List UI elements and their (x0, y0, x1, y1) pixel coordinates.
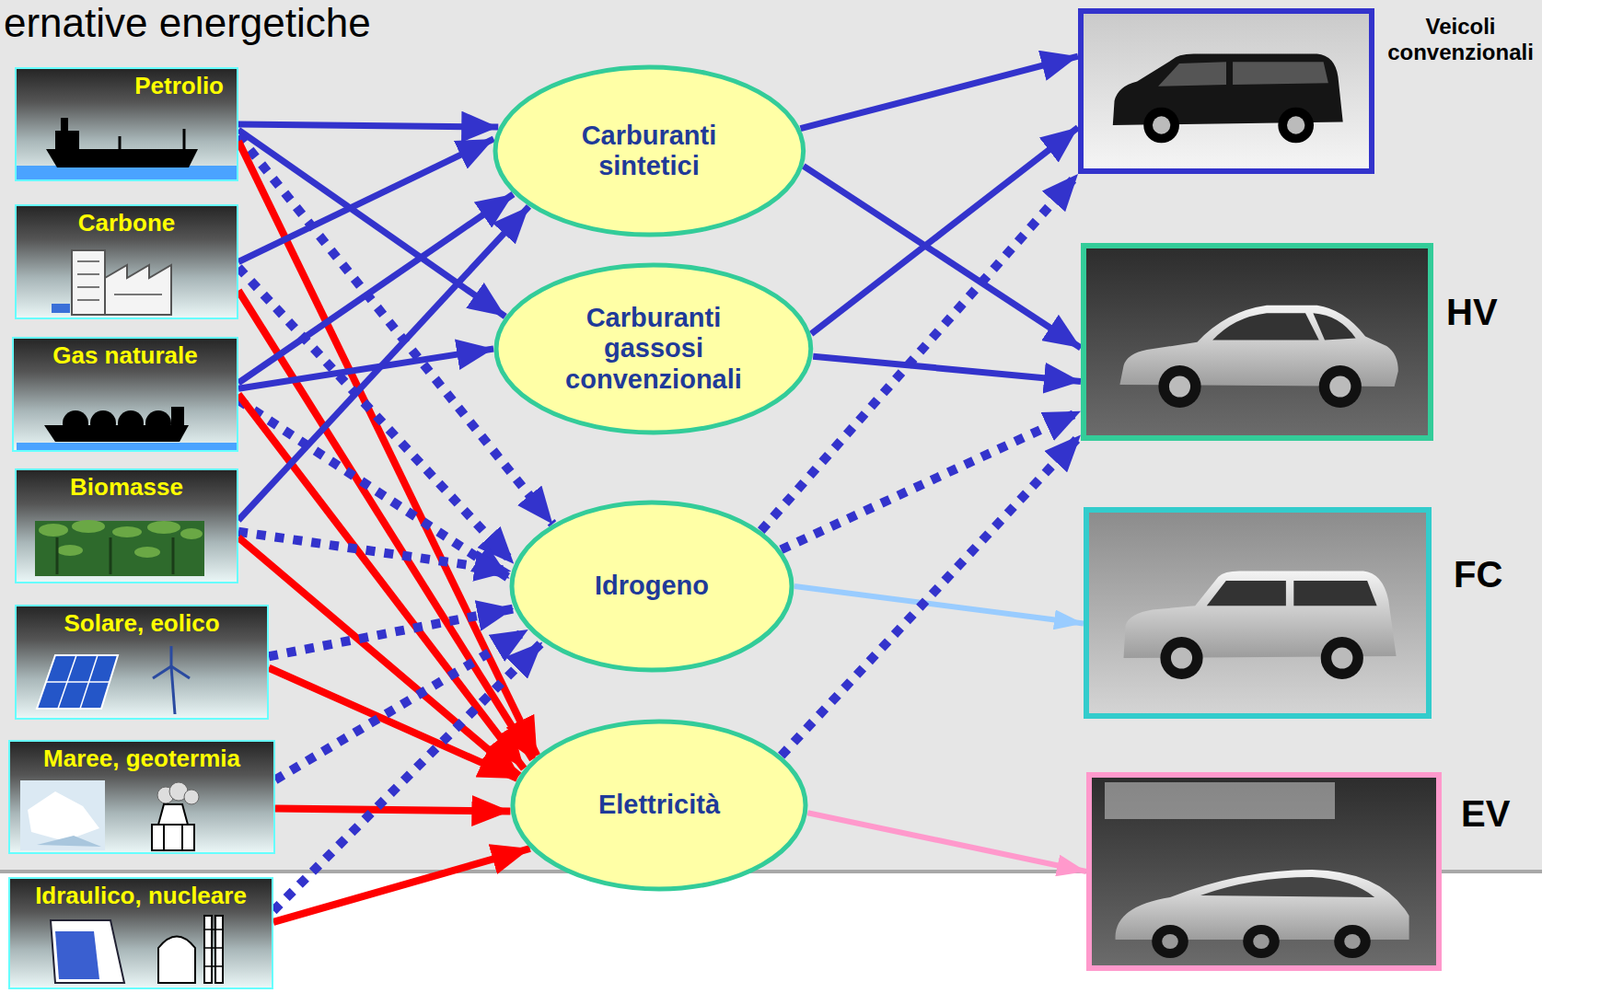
source-label: Solare, eolico (63, 609, 220, 638)
photo-ground (1080, 243, 1434, 441)
fuel-cell-suv-picture (1124, 571, 1397, 681)
carrier-label: Elettricità (598, 789, 720, 821)
source-label: Idraulico, nucleare (34, 881, 247, 911)
flow-arrow (238, 394, 524, 770)
flow-arrow (238, 139, 494, 263)
flow-arrow (812, 356, 1081, 382)
flow-arrow (275, 629, 529, 780)
photo-ground (1078, 8, 1375, 174)
source-label: Carbone (78, 208, 175, 238)
energy-source-box: Idraulico, nucleare (8, 877, 274, 990)
vehicle-label: Veicoli convenzionali (1379, 13, 1542, 65)
vehicle-label: EV (1460, 792, 1510, 835)
energy-carrier-ellipse: Carburanti sintetici (492, 64, 807, 238)
minivan-picture (1113, 54, 1344, 144)
carrier-label: Carburanti sintetici (545, 120, 752, 183)
energy-carrier-ellipse: Elettricità (510, 718, 809, 893)
ellipse-outline (496, 265, 812, 433)
photo-ground (1083, 507, 1432, 719)
solar-wind-icon (36, 646, 190, 715)
hydro-nuclear-icon (50, 915, 223, 984)
source-label: Biomasse (69, 473, 184, 502)
source-label: Maree, geotermia (43, 744, 241, 774)
energy-source-box: Petrolio (14, 67, 239, 182)
vehicle-label: HV (1446, 290, 1498, 334)
energy-source-box: Biomasse (14, 468, 239, 584)
title-holder: ernative energetiche (3, 0, 372, 47)
flow-arrow (807, 812, 1087, 872)
palm-grove-icon (34, 520, 205, 577)
flow-arrow (238, 206, 530, 521)
lng-ship-icon (16, 406, 237, 451)
flow-arrow (238, 124, 499, 128)
flow-arrow (273, 641, 543, 911)
flow-arrow (811, 127, 1079, 335)
vehicle-box: HV (1080, 243, 1434, 441)
connector-group (238, 56, 1087, 923)
flow-arrow (238, 532, 511, 572)
tanker-icon (16, 117, 237, 180)
vehicle-label-holder: HV (1446, 290, 1498, 334)
ellipse-outline (512, 721, 806, 890)
flow-arrow (800, 56, 1079, 128)
electric-car-picture (1115, 869, 1410, 959)
ellipse-outline (511, 502, 792, 671)
flow-arrow (268, 668, 518, 779)
energy-source-box: Solare, eolico (14, 604, 269, 720)
photo-ground (1086, 772, 1442, 972)
flow-arrow (238, 267, 514, 565)
carrier-label: Idrogeno (594, 570, 709, 602)
carrier-label: Carburanti gassosi convenzionali (548, 302, 759, 395)
energy-source-box: Maree, geotermia (8, 740, 276, 855)
vehicle-box: Veicoli convenzionali (1078, 8, 1375, 174)
vehicle-label-holder: Veicoli convenzionali (1379, 13, 1542, 65)
flow-arrow (273, 848, 531, 923)
energy-source-box: Carbone (14, 204, 239, 320)
diagram-title: ernative energetiche (3, 0, 372, 47)
factory-icon (51, 250, 172, 315)
flow-arrow (275, 808, 511, 812)
vehicle-box: EV (1086, 772, 1442, 972)
ellipse-outline (495, 67, 804, 235)
energy-carrier-ellipse: Carburanti gassosi convenzionali (493, 262, 814, 436)
source-label: Petrolio (134, 71, 224, 101)
exhibit-sign (1104, 782, 1335, 820)
grey-panel (0, 0, 1543, 872)
vehicle-box: FC (1083, 507, 1432, 719)
flow-arrow (238, 537, 520, 777)
hybrid-car-picture (1119, 305, 1398, 408)
energy-carrier-ellipse: Idrogeno (509, 499, 795, 673)
source-label: Gas naturale (52, 341, 198, 371)
flow-arrow (781, 435, 1081, 757)
vehicle-label-holder: FC (1453, 553, 1503, 596)
vehicle-label-holder: EV (1460, 792, 1510, 835)
energy-source-box: Gas naturale (11, 336, 239, 453)
vehicle-label: FC (1453, 553, 1503, 596)
flow-arrow (268, 608, 514, 657)
tide-geothermal-icon (20, 780, 199, 851)
